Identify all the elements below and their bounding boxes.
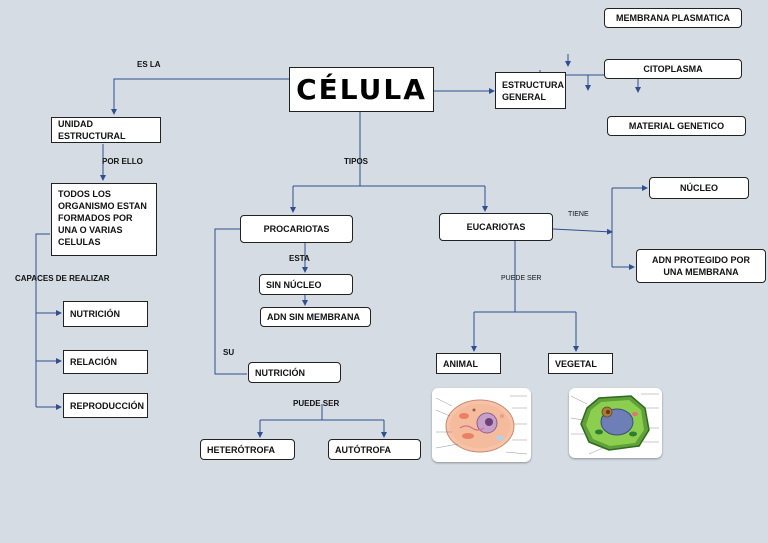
label-es-la: ES LA [137,60,161,69]
node-nutricion-procariotas[interactable]: NUTRICIÓN [248,362,341,383]
node-sin-nucleo[interactable]: SIN NÚCLEO [259,274,353,295]
node-membrana-plasmatica[interactable]: MEMBRANA PLASMATICA [604,8,742,28]
node-autotrofa[interactable]: AUTÓTROFA [328,439,421,460]
node-material-genetico[interactable]: MATERIAL GENETICO [607,116,746,136]
node-vegetal[interactable]: VEGETAL [548,353,613,374]
node-relacion[interactable]: RELACIÓN [63,350,148,374]
node-unidad-estructural[interactable]: UNIDAD ESTRUCTURAL [51,117,161,143]
label-su: SU [223,348,235,357]
node-nutricion-left[interactable]: NUTRICIÓN [63,301,148,327]
label-puede-ser-eucariotas: PUEDE SER [501,275,542,282]
line-todos-capaces [35,233,50,407]
node-citoplasma[interactable]: CITOPLASMA [604,59,742,79]
line-title-unidad [111,78,289,115]
node-procariotas[interactable]: PROCARIOTAS [240,215,353,243]
node-eucariotas[interactable]: EUCARIOTAS [439,213,553,241]
label-capaces: CAPACES DE REALIZAR [15,274,110,283]
node-todos-los-organismos[interactable]: TODOS LOS ORGANISMO ESTAN FORMADOS POR U… [51,183,157,256]
line-proc-nutricion [214,228,247,375]
node-nucleo[interactable]: NÚCLEO [649,177,749,199]
page-title: CÉLULA [289,67,434,112]
plant-cell-image [569,388,662,458]
line-euc-tiene [552,228,613,235]
node-reproduccion[interactable]: REPRODUCCIÓN [63,393,148,418]
label-esta: ESTA [289,254,310,263]
node-adn-protegido[interactable]: ADN PROTEGIDO POR UNA MEMBRANA [636,249,766,283]
label-puede-ser-nutricion: PUEDE SER [293,399,340,408]
node-adn-sin-membrana[interactable]: ADN SIN MEMBRANA [260,307,371,327]
node-heterotrofa[interactable]: HETERÓTROFA [200,439,295,460]
animal-cell-image [432,388,531,462]
label-por-ello: POR ELLO [102,157,143,166]
node-estructura-general[interactable]: ESTRUCTURA GENERAL [495,72,566,109]
label-tipos: TIPOS [344,157,369,166]
label-tiene: TIENE [568,211,589,218]
node-animal[interactable]: ANIMAL [436,353,501,374]
